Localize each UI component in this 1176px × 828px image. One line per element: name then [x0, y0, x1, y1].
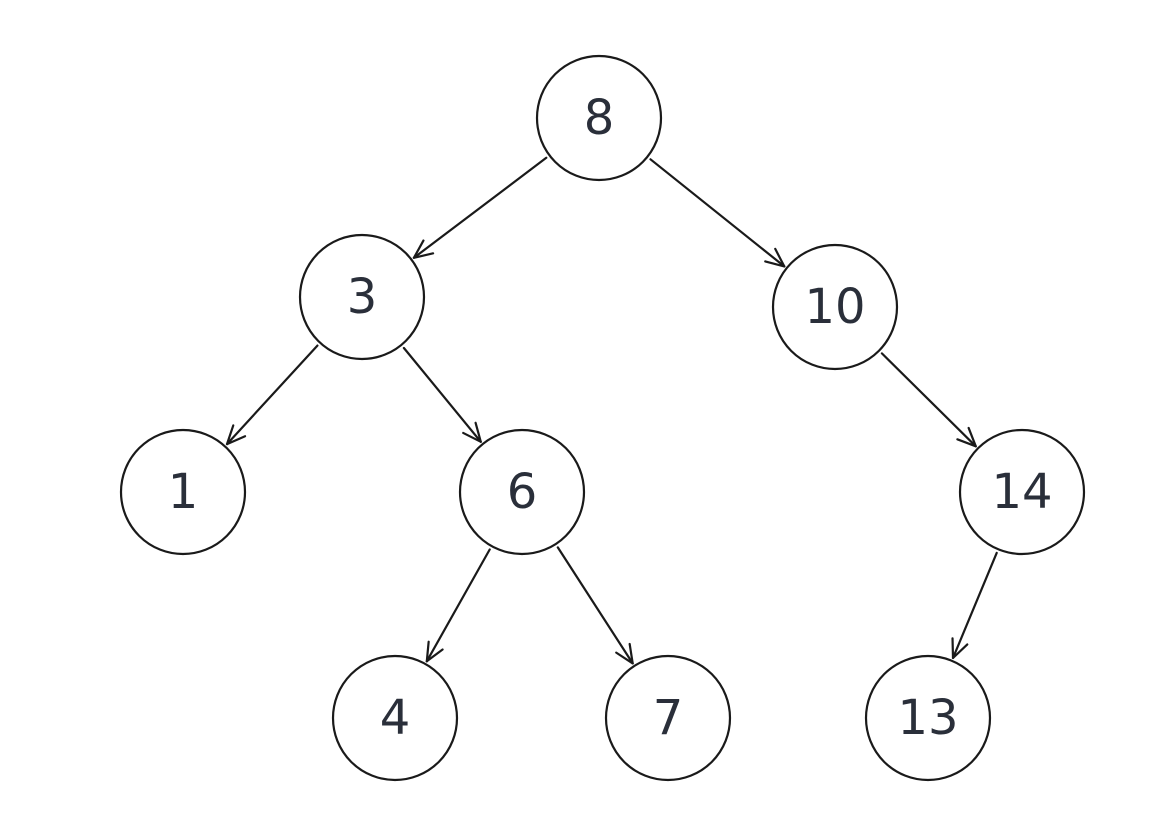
- tree-node-4: 4: [331, 654, 459, 782]
- node-circle: [331, 654, 459, 782]
- node-label: 1: [168, 464, 199, 520]
- node-circle: [119, 428, 247, 556]
- node-circle: [604, 654, 732, 782]
- node-circle: [771, 243, 899, 371]
- node-label: 10: [804, 279, 865, 335]
- node-circle: [458, 428, 586, 556]
- edge-6-to-4: [425, 548, 491, 663]
- node-label: 14: [991, 464, 1052, 520]
- edge-3-to-6: [402, 346, 482, 443]
- node-label: 6: [507, 464, 538, 520]
- tree-node-6: 6: [458, 428, 586, 556]
- edge-3-to-1: [225, 344, 319, 446]
- node-circle: [298, 233, 426, 361]
- node-circle: [535, 54, 663, 182]
- edge-8-to-10: [649, 158, 786, 268]
- tree-node-8: 8: [535, 54, 663, 182]
- node-label: 13: [897, 690, 958, 746]
- tree-node-14: 14: [958, 428, 1086, 556]
- edge-6-to-7: [556, 546, 634, 665]
- edge-10-to-14: [880, 352, 977, 448]
- tree-node-13: 13: [864, 654, 992, 782]
- nodes-layer: 8 3 10 1 6 14 4 7 13: [119, 54, 1086, 782]
- edges-layer: [225, 156, 998, 665]
- tree-node-7: 7: [604, 654, 732, 782]
- tree-node-10: 10: [771, 243, 899, 371]
- node-label: 4: [380, 690, 411, 746]
- node-circle: [958, 428, 1086, 556]
- edge-14-to-13: [951, 551, 998, 660]
- node-label: 3: [347, 269, 378, 325]
- node-label: 7: [653, 690, 684, 746]
- tree-node-3: 3: [298, 233, 426, 361]
- node-circle: [864, 654, 992, 782]
- edge-8-to-3: [412, 156, 548, 259]
- node-label: 8: [584, 90, 615, 146]
- tree-node-1: 1: [119, 428, 247, 556]
